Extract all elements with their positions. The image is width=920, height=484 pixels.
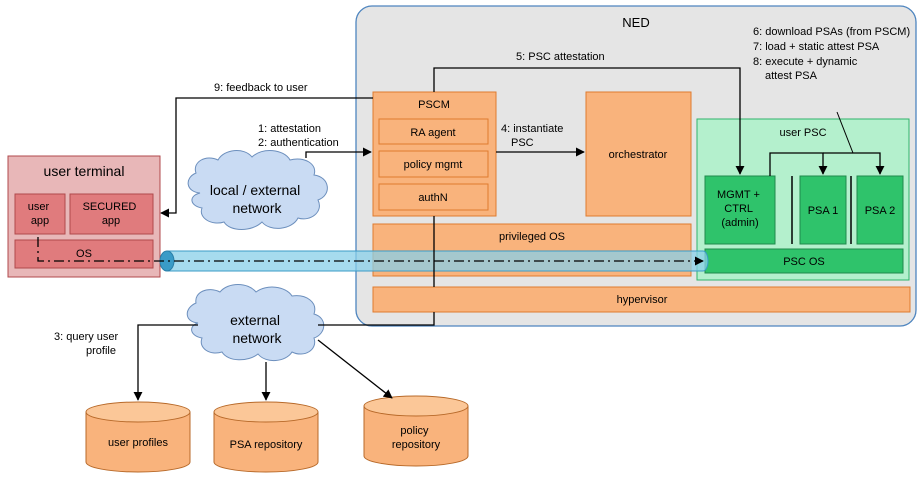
- arrow-step-1-2-authentication: [305, 147, 372, 158]
- policy-repository-db: [363, 395, 469, 467]
- step-7-label: 7: load + static attest PSA: [753, 41, 880, 53]
- ra-agent-label: RA agent: [410, 127, 455, 139]
- step-6-label: 6: download PSAs (from PSCM): [753, 26, 910, 38]
- authn-box: [378, 183, 489, 211]
- step-2-label: 2: authentication: [258, 137, 339, 149]
- arrow-to-policy-repository: [317, 339, 393, 399]
- tunnel-dashdot-line: [37, 237, 704, 266]
- psc-os-box: [704, 248, 904, 274]
- user-psc-title: user PSC: [779, 127, 826, 139]
- hypervisor-box: [372, 286, 911, 313]
- step-5-label: 5: PSC attestation: [516, 51, 605, 63]
- pscm-title: PSCM: [418, 99, 450, 111]
- user-terminal-title: user terminal: [44, 163, 125, 179]
- arrow-step-5-attestation: [433, 67, 745, 175]
- policy-mgmt-label: policy mgmt: [404, 159, 463, 171]
- policy-repository-label: policy repository: [392, 425, 441, 451]
- user-profiles-label: user profiles: [108, 437, 168, 449]
- psa2-box: [856, 175, 904, 245]
- privileged-os-label: privileged OS: [499, 231, 565, 243]
- arrow-mgmt-to-psa1: [769, 152, 828, 176]
- step-9-label: 9: feedback to user: [214, 82, 308, 94]
- callout-line-steps-6-8: [836, 111, 854, 154]
- hypervisor-label: hypervisor: [617, 294, 668, 306]
- psa1-box: [799, 175, 847, 245]
- arrow-to-user-profiles: [133, 324, 198, 401]
- psa1-label: PSA 1: [808, 205, 839, 217]
- mgmt-ctrl-label: MGMT + CTRL (admin): [717, 189, 763, 229]
- secured-app-label: SECURED app: [83, 201, 140, 227]
- line-pscm-to-external: [318, 216, 435, 326]
- secured-app-box: [69, 193, 154, 235]
- user-app-label: user app: [28, 201, 52, 227]
- step-8-label: 8: execute + dynamic attest PSA: [753, 56, 860, 82]
- step-1-label: 1: attestation: [258, 123, 321, 135]
- mgmt-ctrl-box: [704, 175, 776, 245]
- external-network-label: external network: [230, 312, 284, 346]
- ra-agent-box: [378, 118, 489, 145]
- authn-label: authN: [418, 192, 447, 204]
- local-network-label: local / external network: [210, 182, 304, 216]
- user-app-box: [14, 193, 66, 235]
- local-network-cloud: [187, 150, 328, 230]
- arrow-step-9-feedback: [160, 97, 373, 218]
- terminal-os-label: OS: [76, 248, 92, 260]
- ned-title: NED: [622, 15, 649, 30]
- step-4-label: 4: instantiate PSC: [501, 123, 566, 149]
- user-profiles-db: [85, 401, 191, 473]
- psa-repository-label: PSA repository: [230, 439, 303, 451]
- orchestrator-box: [585, 91, 692, 217]
- policy-mgmt-box: [378, 150, 489, 178]
- step-3-label: 3: query user profile: [54, 331, 121, 357]
- external-network-cloud: [186, 284, 325, 361]
- psa2-label: PSA 2: [865, 205, 896, 217]
- arrow-mgmt-to-psa2: [823, 152, 885, 175]
- orchestrator-label: orchestrator: [609, 149, 668, 161]
- psc-os-label: PSC OS: [783, 256, 825, 268]
- psa-repository-db: [213, 401, 319, 473]
